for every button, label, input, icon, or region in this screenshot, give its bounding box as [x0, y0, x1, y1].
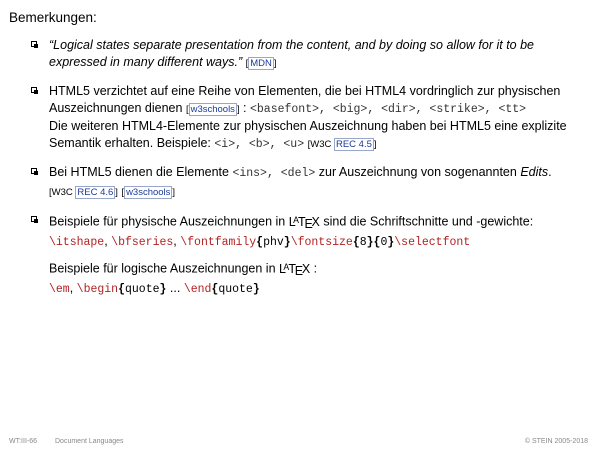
- item4-text-2b: :: [313, 261, 318, 276]
- code-end: \end: [183, 282, 212, 296]
- item4-text-1b: sind die Schriftschnitte und -gewichte:: [323, 214, 534, 229]
- ref-mdn-wrap: [MDN]: [245, 56, 277, 70]
- footer-topic: Document Languages: [55, 438, 124, 445]
- ref-w3c-4-6-wrap: [W3C REC 4.6]: [49, 185, 118, 199]
- ref-w3schools-link[interactable]: w3schools: [188, 102, 237, 116]
- code-em: \em: [49, 282, 70, 296]
- item2-text-4: Semantik erhalten. Beispiele:: [49, 135, 211, 150]
- ref-w3c-4-5-link[interactable]: REC 4.5: [333, 137, 374, 151]
- bullet-icon: [31, 168, 38, 175]
- list-item-edits: Bei HTML5 dienen die Elemente <ins>, <de…: [31, 164, 586, 201]
- code-fontfamily: \fontfamily: [180, 235, 257, 249]
- footer-page-id: WT:III-66: [9, 438, 38, 445]
- item2-tags-removed: <basefont>, <big>, <dir>, <strike>, <tt>: [250, 102, 527, 116]
- ref-mdn-link[interactable]: MDN: [248, 56, 274, 70]
- item3-italic-edits: Edits: [520, 165, 549, 179]
- slide-heading: Bemerkungen:: [9, 10, 97, 25]
- code-begin: \begin: [76, 282, 119, 296]
- code-begin-arg: quote: [125, 282, 160, 296]
- item2-text-2: Auszeichnungen dienen: [49, 100, 183, 115]
- item2-tags-semantic: <i>, <b>, <u>: [214, 137, 305, 151]
- code-ellipsis: ...: [169, 280, 181, 295]
- ref-w3schools-2-link[interactable]: w3schools: [124, 185, 173, 199]
- quote-line-2: expressed in many different ways.”: [49, 54, 243, 69]
- ref-w3c-4-5-wrap: [W3C REC 4.5]: [307, 137, 377, 151]
- list-item-html5-removed: HTML5 verzichtet auf eine Reihe von Elem…: [31, 83, 586, 153]
- item4-text-2: Beispiele für logische Auszeichnungen in: [49, 261, 276, 276]
- item3-text-1: Bei HTML5 dienen die Elemente: [49, 165, 229, 179]
- code-bfseries: \bfseries: [111, 235, 174, 249]
- item3-text-2: zur Auszeichnung von sogenannten: [318, 165, 517, 179]
- code-fontfamily-arg: phv: [263, 235, 284, 249]
- bullet-icon: [31, 87, 38, 94]
- item4-text-1: Beispiele für physische Auszeichnungen i…: [49, 214, 286, 229]
- ref-w3c-4-6-link[interactable]: REC 4.6: [75, 185, 116, 199]
- list-item-latex: Beispiele für physische Auszeichnungen i…: [31, 212, 586, 298]
- item2-text-3: Die weiteren HTML4-Elemente zur physisch…: [49, 119, 567, 133]
- code-fontsize-arg2: 0: [380, 235, 388, 249]
- ref-w3schools-wrap: [w3schools]: [185, 102, 240, 116]
- code-itshape: \itshape: [49, 235, 105, 249]
- item2-colon: :: [239, 100, 250, 115]
- code-fontsize-arg1: 8: [359, 235, 367, 249]
- code-selectfont: \selectfont: [394, 235, 471, 249]
- quote-line-1: “Logical states separate presentation fr…: [49, 38, 535, 52]
- code-fontsize: \fontsize: [290, 235, 353, 249]
- latex-logo-2: LATEX: [279, 261, 311, 279]
- footer-copyright: © STEIN 2005-2018: [524, 438, 588, 445]
- ref-w3schools-2-wrap: [w3schools]: [121, 185, 176, 199]
- bullet-icon: [31, 41, 38, 48]
- latex-logo: LATEX: [288, 214, 320, 232]
- bullet-icon: [31, 216, 38, 223]
- item2-text-1: HTML5 verzichtet auf eine Reihe von Elem…: [49, 84, 561, 98]
- code-end-arg: quote: [218, 282, 253, 296]
- item3-tags: <ins>, <del>: [232, 167, 316, 180]
- list-item-quote: “Logical states separate presentation fr…: [31, 37, 586, 72]
